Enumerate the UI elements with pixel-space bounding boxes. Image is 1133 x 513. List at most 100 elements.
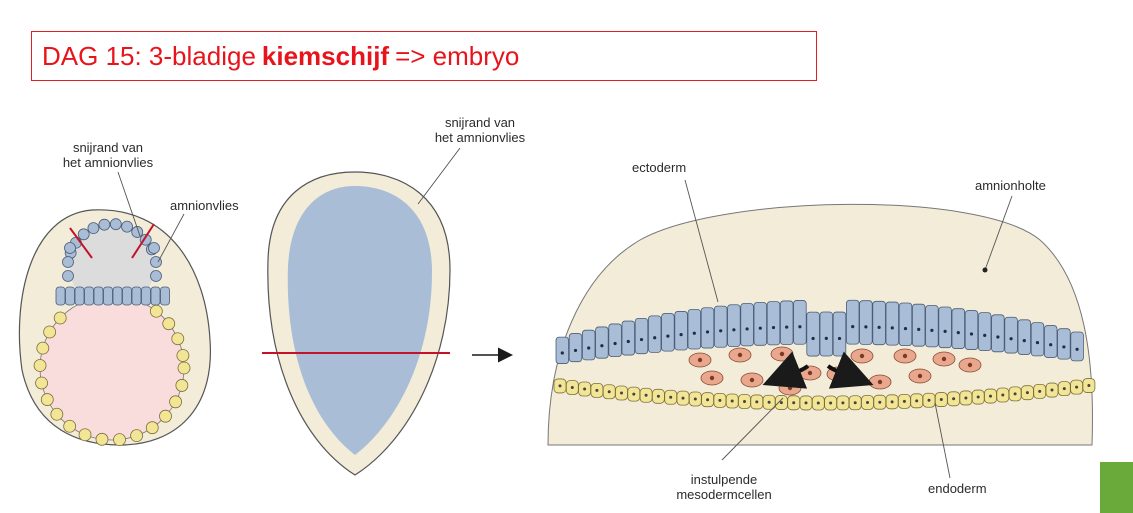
ectoderm-nucleus	[943, 329, 947, 334]
yolk-cell	[159, 409, 172, 423]
ectoderm-cell	[1017, 319, 1032, 355]
endoderm-nucleus	[1062, 387, 1066, 391]
amnion-cell	[150, 270, 162, 282]
ectoderm-nucleus	[1075, 347, 1079, 351]
label-instulpende-b: mesodermcellen	[676, 487, 771, 502]
cut-line-left	[69, 227, 93, 259]
ectoderm-cell	[568, 333, 583, 363]
endoderm-nucleus	[939, 398, 943, 402]
ectoderm-cell	[912, 303, 926, 347]
ectoderm-nucleus	[600, 344, 604, 348]
ectoderm-nucleus	[824, 336, 828, 341]
ectoderm-nucleus	[758, 326, 762, 330]
endoderm-nucleus	[1087, 384, 1091, 388]
endoderm-layer	[553, 378, 1096, 411]
ectoderm-cell	[766, 301, 781, 346]
ingression-arrow-right	[826, 351, 874, 389]
dot-amnionholte	[982, 267, 988, 273]
ectoderm-nucleus	[917, 327, 921, 331]
endoderm-nucleus	[853, 401, 857, 405]
ectoderm-nucleus	[996, 335, 1000, 339]
label-amnionholte: amnionholte	[975, 178, 1046, 193]
ectoderm-nucleus	[666, 334, 670, 338]
ectoderm-cell	[964, 310, 979, 350]
epiblast-cell	[131, 286, 142, 306]
epiblast-cell	[150, 286, 161, 306]
left-embryo: snijrand van het amnionvlies amnionvlies	[18, 140, 239, 447]
amnion-cell	[150, 256, 162, 268]
mesoderm-nucleus	[902, 353, 908, 359]
endoderm-nucleus	[1025, 391, 1029, 395]
ectoderm-nucleus	[653, 336, 657, 340]
ectoderm-cell	[1030, 322, 1045, 357]
ectoderm-nucleus	[587, 346, 591, 350]
amnion-cell	[121, 220, 133, 233]
endoderm-nucleus	[841, 401, 845, 405]
endoderm-nucleus	[693, 397, 697, 401]
ectoderm-nucleus	[626, 339, 630, 344]
ectoderm-cell	[555, 336, 570, 364]
epiblast-cell	[141, 286, 151, 306]
middle-embryo-top-view: snijrand van het amnionvlies	[262, 115, 526, 476]
title-box: DAG 15: 3-bladige kiemschijf => embryo	[31, 31, 817, 81]
ectoderm-cell	[846, 299, 860, 345]
epiblast-cell	[103, 286, 113, 306]
epiblast-layer	[55, 286, 170, 306]
ectoderm-cell	[634, 317, 649, 355]
endoderm-nucleus	[607, 390, 611, 394]
ectoderm-layer	[555, 299, 1084, 364]
ectoderm-nucleus	[639, 337, 644, 342]
yolk-cell	[169, 395, 182, 409]
endoderm-nucleus	[743, 399, 746, 403]
endoderm-nucleus	[890, 400, 894, 404]
endoderm-nucleus	[964, 396, 968, 400]
ectoderm-cell	[727, 304, 741, 347]
yolk-cell	[162, 317, 176, 331]
ectoderm-cell	[832, 311, 847, 357]
ectoderm-nucleus	[692, 331, 696, 335]
ectoderm-cell	[793, 300, 807, 345]
endoderm-nucleus	[866, 401, 869, 405]
ectoderm-nucleus	[956, 331, 960, 335]
ectoderm-nucleus	[1049, 343, 1053, 347]
endoderm-nucleus	[644, 393, 648, 397]
mesoderm-nucleus	[877, 379, 883, 385]
amnion-cell	[62, 256, 74, 268]
accent-tab	[1100, 462, 1133, 513]
epiblast-cell	[55, 286, 66, 306]
ectoderm-nucleus	[890, 326, 894, 330]
title-prefix: DAG 15: 3-bladige	[42, 40, 256, 71]
yolk-cell	[176, 349, 190, 362]
ectoderm-cell	[582, 329, 596, 361]
mesoderm-nucleus	[917, 373, 923, 379]
ectoderm-nucleus	[811, 336, 815, 341]
yolk-cell	[50, 407, 64, 421]
endoderm-nucleus	[878, 400, 882, 404]
endoderm-nucleus	[952, 397, 956, 401]
ectoderm-cell	[780, 300, 794, 345]
endoderm-nucleus	[1013, 392, 1017, 396]
pointer-snijrand-1	[117, 171, 141, 237]
label-snijrand-1b: het amnionvlies	[63, 155, 154, 170]
ectoderm-nucleus	[732, 328, 736, 332]
ectoderm-cell	[595, 326, 609, 359]
endoderm-nucleus	[902, 399, 906, 403]
endoderm-nucleus	[804, 401, 808, 405]
yolk-cell	[35, 376, 48, 390]
ectoderm-cell	[806, 311, 820, 357]
cut-line-right	[131, 223, 155, 259]
ectoderm-cell	[674, 311, 688, 351]
amnion-cell	[62, 270, 74, 282]
pointer-ectoderm	[684, 179, 719, 303]
ectoderm-nucleus	[573, 348, 578, 353]
ectoderm-cell	[898, 302, 913, 346]
endoderm-nucleus	[792, 401, 796, 405]
yolk-cell	[36, 341, 50, 355]
ectoderm-cell	[925, 305, 939, 348]
yolk-cell	[113, 433, 126, 447]
mesoderm-nucleus	[749, 377, 755, 383]
endoderm-nucleus	[755, 400, 759, 404]
ectoderm-nucleus	[745, 327, 749, 331]
ectoderm-nucleus	[798, 325, 802, 329]
ectoderm-nucleus	[1022, 338, 1026, 343]
